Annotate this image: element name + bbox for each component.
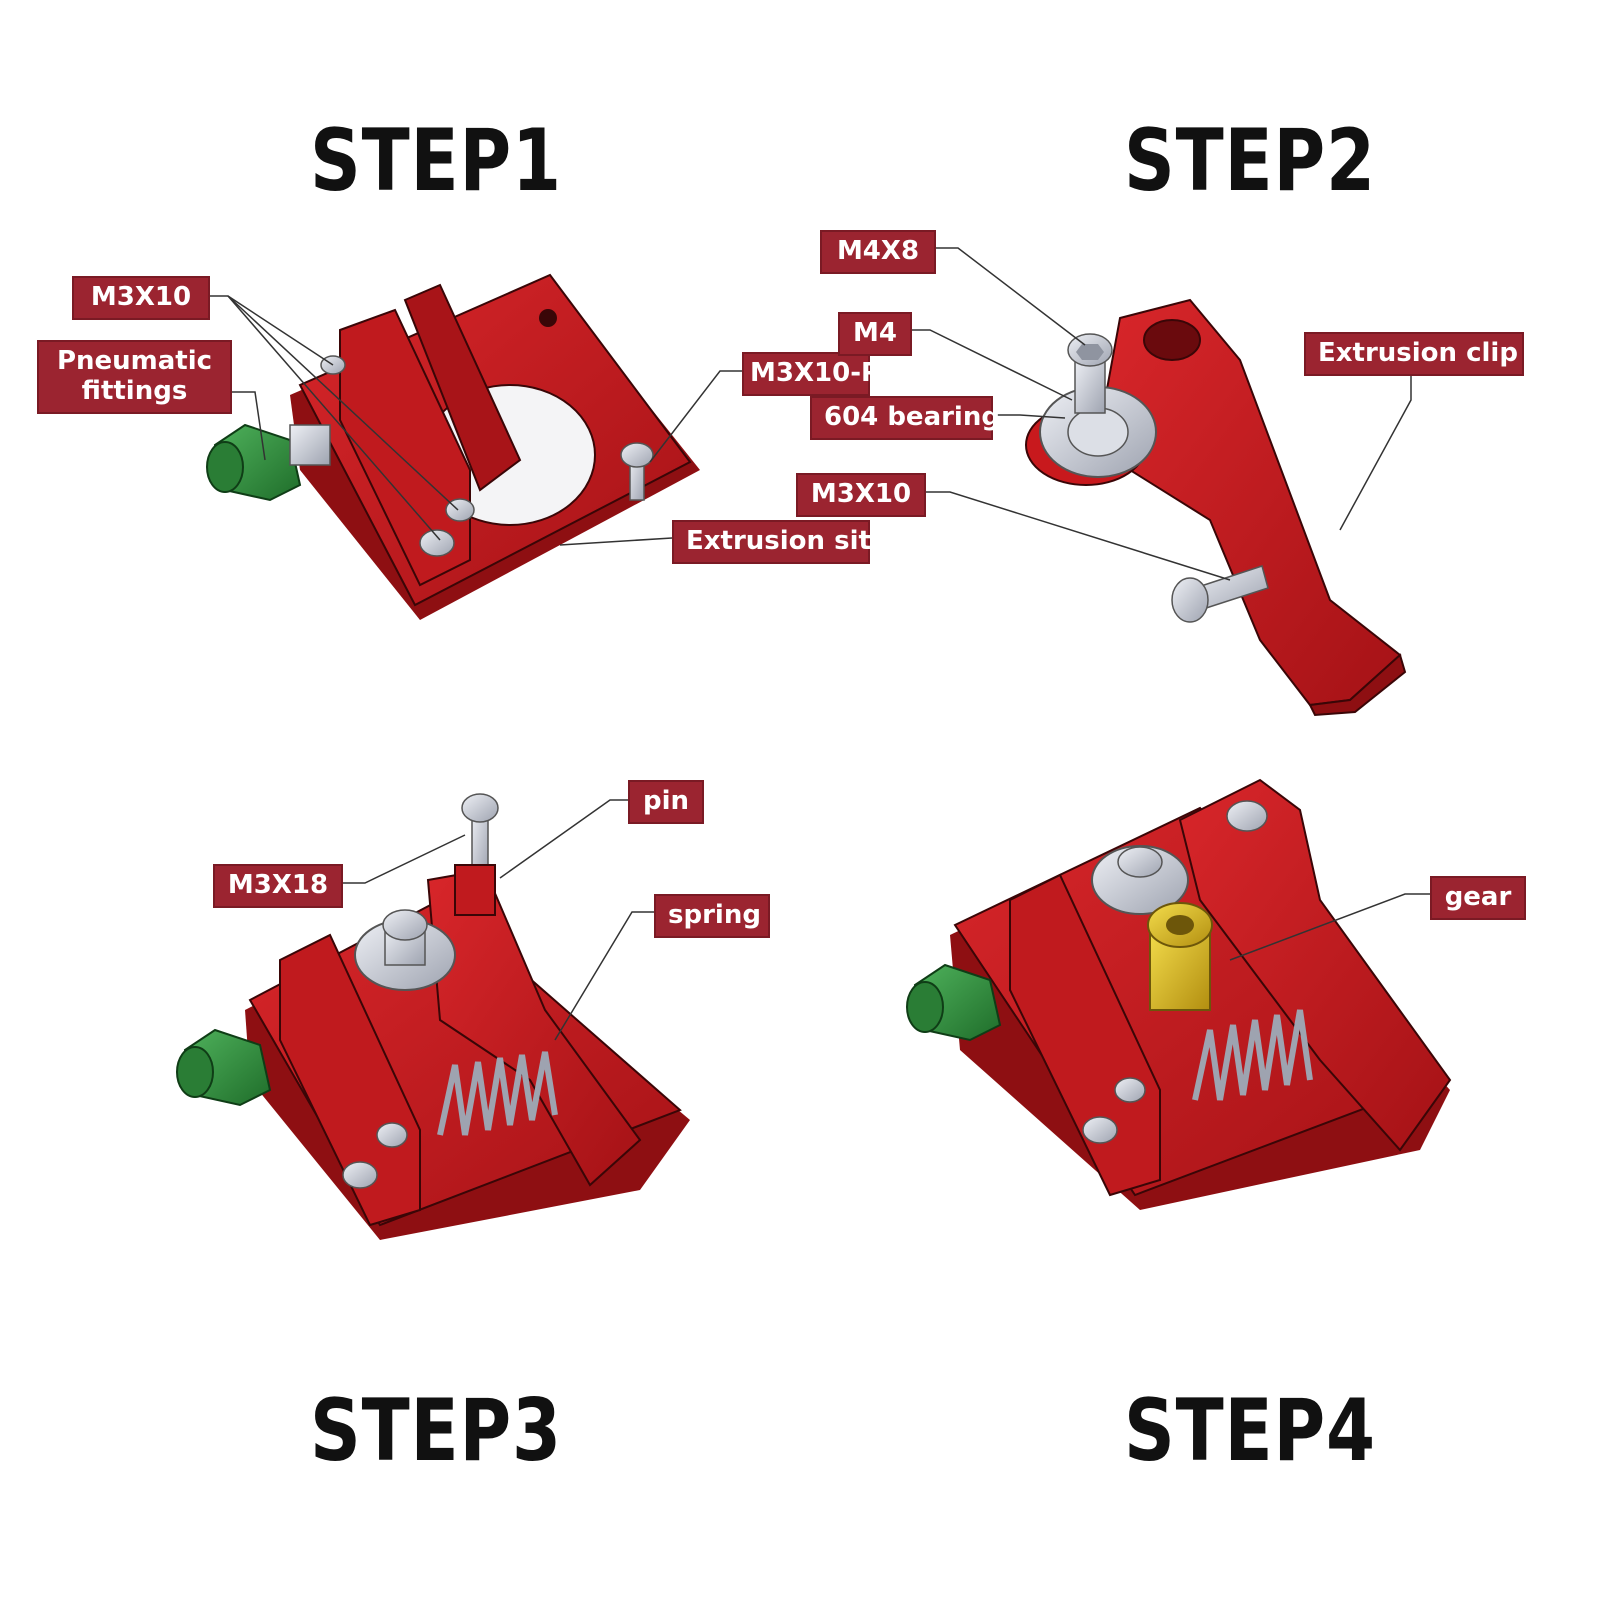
label-gear: gear bbox=[1430, 876, 1526, 920]
screw-icon bbox=[342, 1161, 378, 1189]
screw-icon bbox=[1114, 1077, 1146, 1103]
step1-title: STEP1 bbox=[310, 111, 562, 211]
leader-lines bbox=[210, 247, 1430, 1041]
pneumatic-fitting-icon bbox=[906, 963, 1002, 1042]
label-extrusion-sit: Extrusion sit bbox=[672, 520, 871, 564]
screw-icon bbox=[1067, 333, 1113, 414]
label-pneumatic-fittings: Pneumatic fittings bbox=[37, 340, 232, 414]
spring-icon bbox=[437, 1051, 558, 1136]
gear-icon bbox=[1147, 902, 1213, 1011]
screw-icon bbox=[461, 793, 499, 876]
step4-assembly bbox=[906, 778, 1452, 1210]
screw-icon bbox=[620, 442, 654, 501]
bearing-icon bbox=[1039, 386, 1157, 478]
step3-assembly bbox=[176, 793, 690, 1240]
bearing-icon bbox=[354, 909, 456, 991]
label-604-bearing: 604 bearing bbox=[810, 396, 1000, 440]
step2-title: STEP2 bbox=[1124, 111, 1376, 211]
screw-icon bbox=[1171, 565, 1269, 623]
screw-icon bbox=[1082, 1116, 1118, 1144]
label-m3x10-p: M3X10-P bbox=[742, 352, 880, 396]
step3-title: STEP3 bbox=[310, 1381, 562, 1481]
label-m3x10-step2: M3X10 bbox=[796, 473, 926, 517]
pneumatic-fitting-icon bbox=[176, 1028, 272, 1107]
label-m3x18: M3X18 bbox=[213, 864, 343, 908]
spring-icon bbox=[1192, 1009, 1313, 1101]
label-extrusion-clip: Extrusion clip bbox=[1304, 332, 1524, 376]
label-m4: M4 bbox=[838, 312, 912, 356]
bearing-icon bbox=[1091, 845, 1189, 915]
screw-icon bbox=[376, 1122, 408, 1148]
label-pin: pin bbox=[628, 780, 704, 824]
pin-icon bbox=[454, 864, 496, 916]
pneumatic-fitting-icon bbox=[206, 423, 331, 502]
label-m3x10: M3X10 bbox=[72, 276, 210, 320]
step2-extrusion-clip bbox=[1025, 298, 1407, 717]
step4-title: STEP4 bbox=[1124, 1381, 1376, 1481]
label-m4x8: M4X8 bbox=[820, 230, 936, 274]
step1-extruder-base bbox=[206, 273, 700, 620]
label-spring: spring bbox=[654, 894, 770, 938]
